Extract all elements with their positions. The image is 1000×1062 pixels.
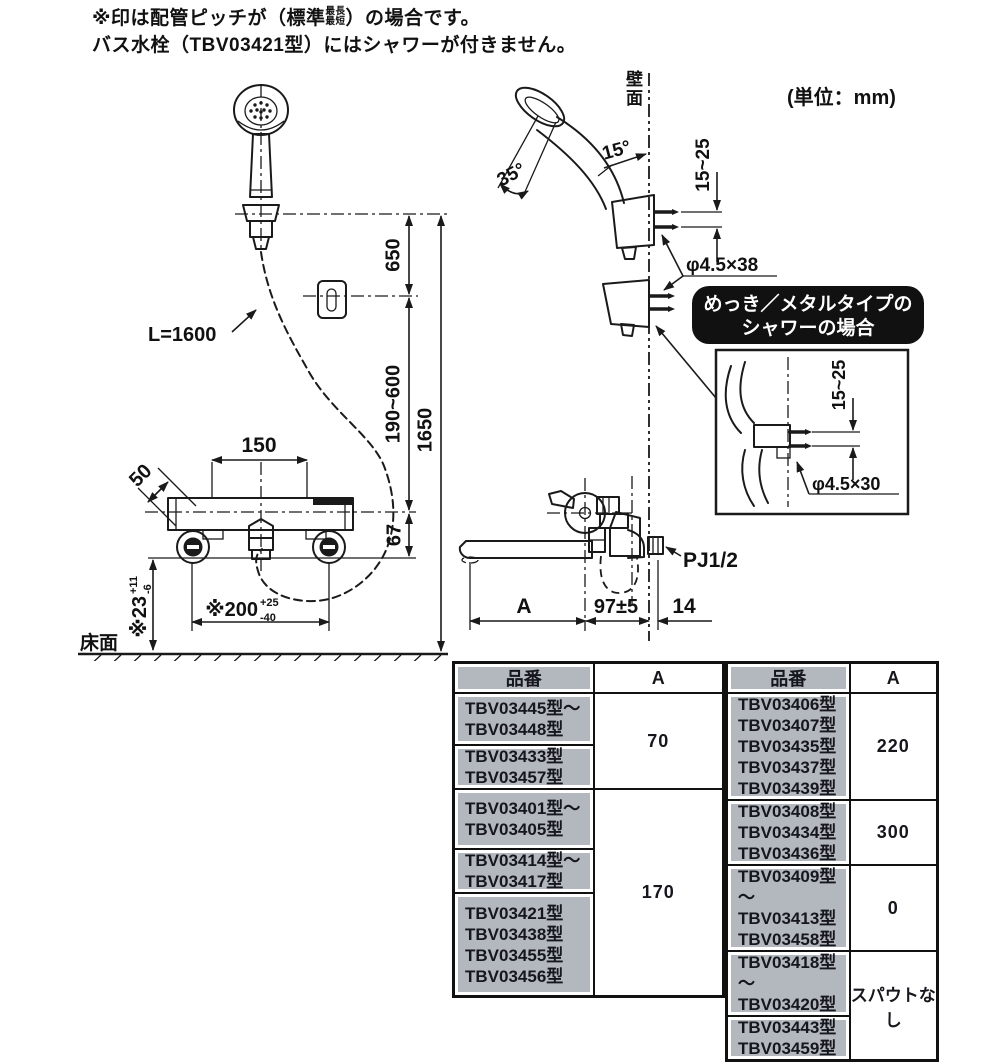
svg-text:14: 14: [672, 595, 696, 618]
table-cell-codes: TBV03433型 TBV03457型: [452, 744, 595, 790]
holder-lower: [602, 279, 675, 337]
svg-text:15~25: 15~25: [693, 138, 714, 192]
col-header-part: 品番: [725, 661, 851, 694]
svg-text:50: 50: [125, 460, 156, 491]
svg-text:-6: -6: [142, 584, 154, 594]
svg-text:+11: +11: [128, 576, 140, 594]
faucet-side: [458, 476, 664, 631]
wall-surface-label: 壁面: [623, 70, 642, 108]
table-cell-codes: TBV03406型 TBV03407型 TBV03435型 TBV03437型 …: [725, 692, 851, 801]
detail-box: 15~25 φ4.5×30: [714, 348, 910, 516]
dim-a: A: [469, 562, 587, 630]
dim-650: 650: [382, 215, 413, 295]
dim-14: 14: [657, 560, 712, 630]
note-line-1: ※印は配管ピッチが（標準最長最短）の場合です。: [92, 5, 481, 29]
dim-23: ※23 +11 -6: [128, 559, 157, 651]
spec-table-right: 品番 A TBV03406型 TBV03407型 TBV03435型 TBV03…: [725, 661, 939, 1062]
dim-pipe-pitch-200: ※200 +25 -40: [191, 563, 330, 631]
svg-text:1650: 1650: [414, 408, 436, 453]
wall-hook: [317, 280, 347, 319]
svg-text:190~600: 190~600: [382, 365, 404, 443]
dim-50: 50: [125, 460, 197, 527]
table-cell-codes: TBV03443型 TBV03459型: [725, 1015, 851, 1062]
table-cell-a-value: 170: [592, 788, 725, 998]
side-view: 35° 15° 15~25 φ4.5×38: [458, 73, 924, 641]
table-cell-codes: TBV03401型～ TBV03405型: [452, 788, 595, 850]
svg-text:15~25: 15~25: [829, 360, 849, 411]
col-header-a: A: [592, 661, 725, 694]
table-cell-codes: TBV03421型 TBV03438型 TBV03455型 TBV03456型: [452, 892, 595, 998]
col-header-part: 品番: [452, 661, 595, 694]
floor-label: 床面: [80, 631, 118, 654]
svg-text:97±5: 97±5: [594, 596, 638, 618]
spec-tables: 品番 A TBV03445型～ TBV03448型 70 TBV03433型 T…: [452, 661, 939, 1062]
table-cell-a-value: 300: [848, 799, 939, 866]
svg-text:φ4.5×38: φ4.5×38: [686, 255, 758, 276]
table-cell-a-value: 70: [592, 692, 725, 790]
svg-text:PJ1/2: PJ1/2: [683, 549, 738, 572]
technical-drawing: L=1600 150: [78, 73, 924, 661]
dim-150: 150: [211, 434, 308, 498]
dim-1650: 1650: [414, 215, 445, 652]
svg-text:※200: ※200: [205, 599, 258, 621]
svg-text:+25: +25: [260, 597, 279, 609]
screw-size-upper: φ4.5×38: [661, 234, 777, 291]
hose-length-label: L=1600: [148, 309, 257, 346]
thread-label: PJ1/2: [665, 546, 738, 572]
angle-35: 35°: [494, 115, 557, 200]
svg-text:67: 67: [383, 524, 405, 546]
dim-15-25-upper: 15~25: [681, 138, 722, 262]
callout-metal-shower: めっき／メタルタイプの シャワーの場合: [692, 286, 924, 344]
table-cell-codes: TBV03418型～ TBV03420型: [725, 950, 851, 1017]
note-line-2: バス水栓（TBV03421型）にはシャワーが付きません。: [92, 35, 577, 56]
spec-table-left: 品番 A TBV03445型～ TBV03448型 70 TBV03433型 T…: [452, 661, 725, 998]
dim-190-600: 190~600: [382, 297, 413, 511]
svg-text:φ4.5×30: φ4.5×30: [812, 474, 880, 494]
table-cell-a-value: 0: [848, 864, 939, 952]
svg-text:L=1600: L=1600: [148, 324, 216, 346]
table-cell-codes: TBV03414型～ TBV03417型: [452, 848, 595, 894]
front-view: L=1600 150: [78, 84, 448, 661]
svg-text:※23: ※23: [129, 596, 151, 638]
table-cell-codes: TBV03445型～ TBV03448型: [452, 692, 595, 746]
floor: 床面: [78, 631, 448, 661]
svg-text:めっき／メタルタイプの: めっき／メタルタイプの: [703, 292, 912, 315]
table-cell-codes: TBV03409型～ TBV03413型 TBV03458型: [725, 864, 851, 952]
table-cell-a-value: 220: [848, 692, 939, 801]
svg-text:シャワーの場合: シャワーの場合: [741, 316, 875, 339]
dim-67: 67: [383, 513, 413, 557]
faucet-front: [145, 462, 416, 572]
table-cell-codes: TBV03408型 TBV03434型 TBV03436型: [725, 799, 851, 866]
svg-text:150: 150: [241, 434, 276, 457]
unit-label: (単位：mm): [787, 87, 896, 109]
shower-hose: [255, 251, 395, 603]
svg-text:-40: -40: [260, 612, 276, 624]
table-cell-a-value: スパウトなし: [848, 950, 939, 1062]
dim-97: 97±5: [585, 596, 650, 625]
top-notes: ※印は配管ピッチが（標準最長最短）の場合です。 バス水栓（TBV03421型）に…: [92, 5, 576, 59]
svg-text:A: A: [516, 595, 531, 618]
col-header-a: A: [848, 661, 939, 694]
angle-15: 15°: [600, 137, 647, 169]
note-stacked-minmax: 最長最短: [325, 5, 346, 27]
holder-upper: [611, 194, 679, 260]
svg-text:650: 650: [382, 238, 404, 271]
